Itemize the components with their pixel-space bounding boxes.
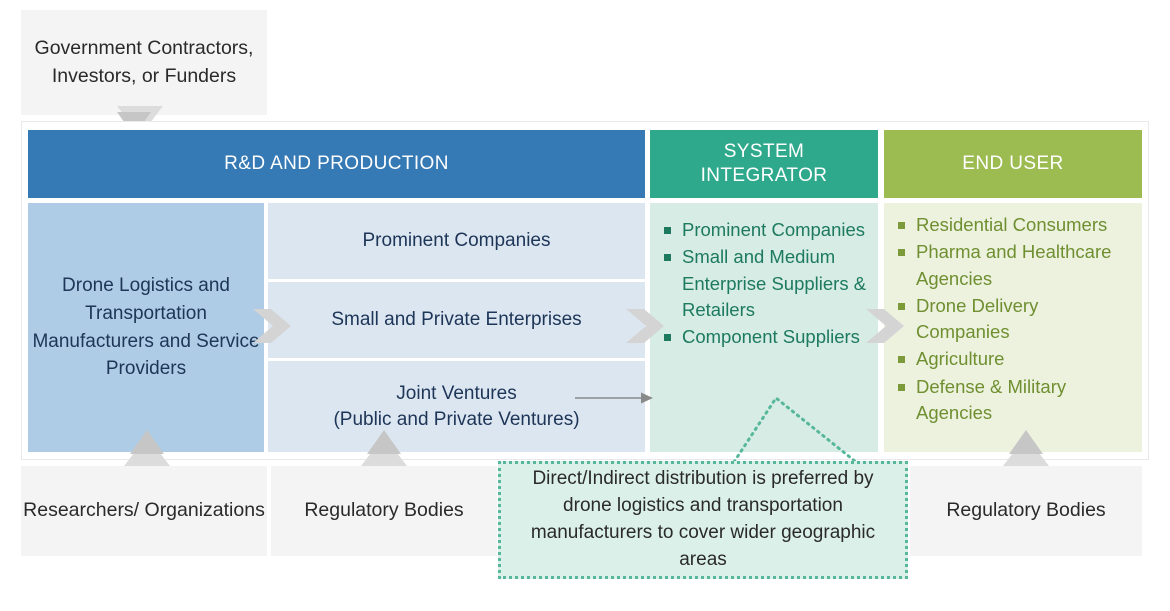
list-item: Component Suppliers	[664, 324, 868, 350]
end-user-list: Residential Consumers Pharma and Healthc…	[884, 203, 1142, 426]
list-item: Pharma and Healthcare Agencies	[898, 239, 1132, 292]
rd-cell-joint-ventures: Joint Ventures (Public and Private Ventu…	[268, 361, 645, 452]
eu-header-label: END USER	[962, 153, 1064, 175]
list-item: Agriculture	[898, 346, 1132, 372]
callout-tail	[730, 392, 860, 464]
bottom-stakeholder-label: Regulatory Bodies	[304, 499, 464, 522]
bottom-stakeholder-label: Regulatory Bodies	[946, 499, 1106, 522]
rd-left-block: Drone Logistics and Transportation Manuf…	[28, 203, 264, 452]
rd-cell-small-private-enterprises: Small and Private Enterprises	[268, 282, 645, 358]
rd-cell-3-line1: Joint Ventures	[396, 382, 517, 404]
arrow-right-rd-to-system-integrator-icon	[626, 303, 666, 349]
rd-cell-prominent-companies: Prominent Companies	[268, 203, 645, 279]
arrow-up-regulatory2-inner	[1009, 430, 1043, 454]
rd-cell-2-label: Small and Private Enterprises	[331, 309, 582, 331]
callout-box: Direct/Indirect distribution is preferre…	[498, 461, 908, 579]
connector-joint-ventures-to-component-suppliers	[575, 390, 655, 406]
rd-left-label: Drone Logistics and Transportation Manuf…	[32, 275, 260, 380]
top-stakeholder-box: Government Contractors, Investors, or Fu…	[21, 10, 267, 115]
arrow-up-regulatory-inner	[367, 430, 401, 454]
system-integrator-body: Prominent Companies Small and Medium Ent…	[650, 203, 878, 452]
list-item: Defense & Military Agencies	[898, 374, 1132, 427]
rd-header-label: R&D AND PRODUCTION	[224, 153, 449, 175]
bottom-stakeholder-regulatory-bodies-left: Regulatory Bodies	[271, 466, 497, 556]
column-header-rd-production: R&D AND PRODUCTION	[28, 130, 645, 198]
system-integrator-list: Prominent Companies Small and Medium Ent…	[650, 203, 878, 350]
si-header-line1: SYSTEM	[723, 141, 805, 163]
top-stakeholder-label: Government Contractors, Investors, or Fu…	[34, 36, 254, 87]
column-header-system-integrator: SYSTEM INTEGRATOR	[650, 130, 878, 198]
bottom-stakeholder-regulatory-bodies-right: Regulatory Bodies	[910, 466, 1142, 556]
arrow-right-rd-left-to-cells-icon	[253, 303, 293, 349]
bottom-stakeholder-label: Researchers/ Organizations	[23, 499, 265, 522]
callout-text: Direct/Indirect distribution is preferre…	[530, 468, 876, 570]
column-header-end-user: END USER	[884, 130, 1142, 198]
si-header-line2: INTEGRATOR	[700, 165, 828, 186]
end-user-body: Residential Consumers Pharma and Healthc…	[884, 203, 1142, 452]
bottom-stakeholder-researchers: Researchers/ Organizations	[21, 466, 267, 556]
list-item: Small and Medium Enterprise Suppliers & …	[664, 244, 868, 323]
rd-cell-1-label: Prominent Companies	[362, 230, 551, 252]
rd-cell-3-line2: (Public and Private Ventures)	[333, 408, 580, 430]
list-item: Prominent Companies	[664, 217, 868, 243]
arrow-up-researchers-inner	[130, 430, 164, 454]
list-item: Drone Delivery Companies	[898, 293, 1132, 346]
arrow-right-system-integrator-to-end-user-icon	[866, 303, 906, 349]
list-item: Residential Consumers	[898, 212, 1132, 238]
